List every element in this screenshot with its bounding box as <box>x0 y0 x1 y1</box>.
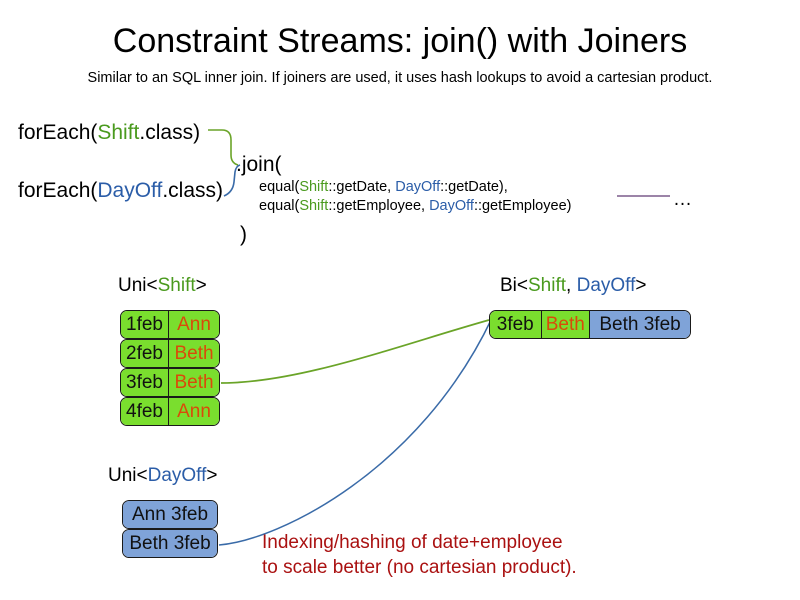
joiner-0-left-type: Shift <box>299 179 329 195</box>
joiner-1-right-method: ::getEmployee) <box>473 198 572 214</box>
code-foreach-shift-suffix: .class) <box>139 121 201 144</box>
code-token-shift: Shift <box>97 121 140 144</box>
label-uni-shift-suffix: > <box>195 275 207 296</box>
page-subtitle: Similar to an SQL inner join. If joiners… <box>87 70 713 86</box>
bi-row-date: 3feb <box>490 311 541 338</box>
annotation-line-2: to scale better (no cartesian product). <box>262 557 577 578</box>
dayoff-row-1-pair: Beth 3feb <box>123 530 217 557</box>
shift-row-0-employee: Ann <box>168 311 219 338</box>
joiner-0-right-method: ::getDate), <box>440 179 508 195</box>
label-bi-type-left: Shift <box>528 275 567 296</box>
table-row: 3feb Beth <box>120 368 220 397</box>
joiner-0-left-method: ::getDate, <box>328 179 396 195</box>
label-bi-prefix: Bi< <box>500 275 528 296</box>
joiner-1-left-method: ::getEmployee, <box>328 198 430 214</box>
joiner-line-0: equal(Shift::getDate, DayOff::getDate), <box>259 179 508 195</box>
bi-row-dayoff-pair: Beth 3feb <box>589 311 690 338</box>
label-uni-shift-type: Shift <box>157 275 196 296</box>
joiner-1-right-type: DayOff <box>429 198 474 214</box>
bi-row-employee: Beth <box>540 311 590 338</box>
connector-shift-row-to-bi <box>220 319 490 384</box>
table-row: 4feb Ann <box>120 397 220 426</box>
code-join-open: .join( <box>236 153 282 176</box>
code-foreach-dayoff: forEach(DayOff.class) <box>18 178 223 204</box>
label-bi-shift-dayoff: Bi<Shift, DayOff> <box>500 274 646 298</box>
table-row: 3feb Beth Beth 3feb <box>489 310 691 339</box>
code-foreach-dayoff-prefix: forEach( <box>18 179 98 202</box>
shift-row-2-employee: Beth <box>168 369 219 396</box>
joiner-1-prefix: equal( <box>259 198 300 214</box>
shift-row-0-date: 1feb <box>121 311 169 338</box>
table-row: 1feb Ann <box>120 310 220 339</box>
label-uni-shift: Uni<Shift> <box>118 274 207 298</box>
annotation-text: Indexing/hashing of date+employee to sca… <box>262 530 577 580</box>
code-foreach-shift-prefix: forEach( <box>18 121 98 144</box>
dayoff-row-0-pair: Ann 3feb <box>123 501 217 528</box>
joiner-0-right-type: DayOff <box>395 179 441 195</box>
shift-row-1-employee: Beth <box>168 340 219 367</box>
code-joiner-args: equal(Shift::getDate, DayOff::getDate), … <box>259 178 571 216</box>
joiner-1-left-type: Shift <box>299 198 329 214</box>
connector-shift-to-join <box>208 129 239 166</box>
shift-row-1-date: 2feb <box>121 340 169 367</box>
code-token-dayoff: DayOff <box>97 179 163 202</box>
label-uni-dayoff-type: DayOff <box>147 465 207 486</box>
label-bi-separator: , <box>566 275 577 296</box>
shift-row-2-date: 3feb <box>121 369 169 396</box>
code-foreach-dayoff-suffix: .class) <box>162 179 224 202</box>
shift-row-3-employee: Ann <box>168 398 219 425</box>
page-title: Constraint Streams: join() with Joiners <box>112 22 688 60</box>
connector-dayoff-row-to-bi <box>218 317 493 546</box>
shift-row-3-date: 4feb <box>121 398 169 425</box>
label-uni-dayoff: Uni<DayOff> <box>108 464 218 488</box>
label-uni-dayoff-prefix: Uni< <box>108 465 148 486</box>
annotation-line-1: Indexing/hashing of date+employee <box>262 532 563 553</box>
label-uni-shift-prefix: Uni< <box>118 275 158 296</box>
label-bi-type-right: DayOff <box>576 275 636 296</box>
table-row: Ann 3feb <box>122 500 218 529</box>
label-bi-suffix: > <box>635 275 647 296</box>
code-join-close: ) <box>240 223 247 246</box>
code-ellipsis: … <box>673 189 692 210</box>
joiner-0-prefix: equal( <box>259 179 300 195</box>
label-uni-dayoff-suffix: > <box>206 465 218 486</box>
code-foreach-shift: forEach(Shift.class) <box>18 120 200 146</box>
table-row: Beth 3feb <box>122 529 218 558</box>
joiner-line-1: equal(Shift::getEmployee, DayOff::getEmp… <box>259 198 571 214</box>
table-row: 2feb Beth <box>120 339 220 368</box>
